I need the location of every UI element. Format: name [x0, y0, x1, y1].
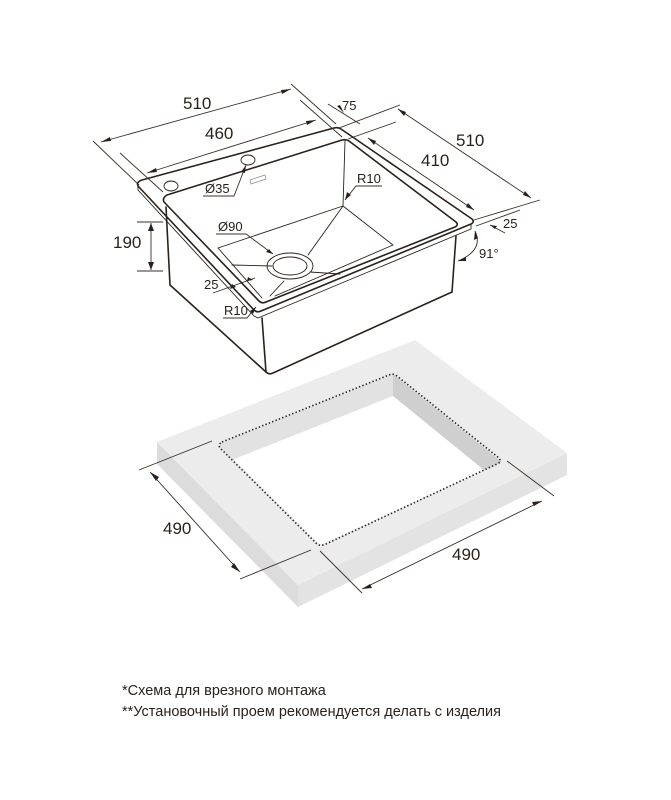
rim-edge-label: 25: [503, 216, 517, 231]
countertop-front-side: [298, 453, 567, 607]
front-rim-dimension: 25: [204, 277, 256, 294]
sink-body-right: [451, 235, 457, 293]
drain-callout: Ø90: [216, 219, 274, 255]
slope-line-back: [307, 205, 344, 256]
rim-edge-dimension: 25: [475, 209, 521, 234]
outer-depth-dimension: 510: [338, 104, 541, 221]
inner-radius-label: R10: [357, 171, 381, 186]
drain-label: Ø90: [218, 219, 243, 234]
note-mounting-scheme: *Схема для врезного монтажа: [122, 683, 326, 699]
tap-hole-left: [163, 180, 179, 192]
countertop: [157, 340, 567, 607]
drain-outer: [266, 252, 314, 280]
drain-inner: [272, 256, 308, 276]
bowl-height-dimension: 190: [113, 221, 163, 272]
outer-depth-label: 510: [456, 131, 484, 150]
sink-rim-thickness: [137, 185, 472, 319]
installation-notes: *Схема для врезного монтажа **Установочн…: [122, 681, 501, 723]
sink: [136, 126, 475, 375]
cutout-right-wall: [393, 374, 502, 470]
angle-label: 91°: [479, 246, 499, 261]
outer-radius-callout: R10: [223, 303, 257, 319]
tap-hole-callout: Ø35: [203, 164, 247, 197]
sink-body-left: [165, 206, 267, 373]
sink-bowl-bottom: [217, 205, 394, 297]
sink-bowl-bottom-left: [217, 247, 263, 299]
outer-width-dimension: 510: [92, 83, 337, 186]
slope-line-front: [269, 280, 285, 297]
cutout-width-label: 490: [452, 545, 480, 564]
inner-depth-dimension: 410: [347, 121, 475, 211]
inner-width-dimension: 460: [119, 99, 343, 193]
slope-line-right: [309, 271, 341, 275]
countertop-left-side: [157, 442, 298, 607]
sink-bowl-top: [162, 138, 459, 304]
cutout-width-dimension: 490: [319, 460, 555, 594]
flange-offset-dimension: 75: [327, 98, 361, 125]
front-rim-label: 25: [204, 277, 218, 292]
slope-line-left: [231, 264, 273, 267]
note-cutout-recommendation: **Установочный проем рекомендуется делат…: [122, 704, 501, 720]
inner-radius-callout: R10: [344, 171, 382, 201]
cutout-depth-label: 490: [163, 519, 191, 538]
inner-depth-label: 410: [421, 151, 449, 170]
flange-offset-label: 75: [342, 98, 356, 113]
tap-hole-label: Ø35: [205, 181, 230, 196]
outer-width-label: 510: [183, 94, 211, 113]
bowl-height-label: 190: [113, 233, 141, 252]
inner-width-label: 460: [205, 124, 233, 143]
angle-dimension: 91°: [457, 230, 499, 262]
sink-back-corner: [342, 140, 346, 207]
sink-body-front-corner: [261, 317, 267, 373]
cutout-back-wall: [218, 374, 393, 460]
cutout-depth-dimension: 490: [138, 440, 312, 580]
sink-body-front-bottom: [265, 291, 453, 375]
logo-plate: [249, 174, 267, 185]
outer-radius-label: R10: [224, 303, 248, 318]
tap-hole-center: [240, 154, 256, 166]
